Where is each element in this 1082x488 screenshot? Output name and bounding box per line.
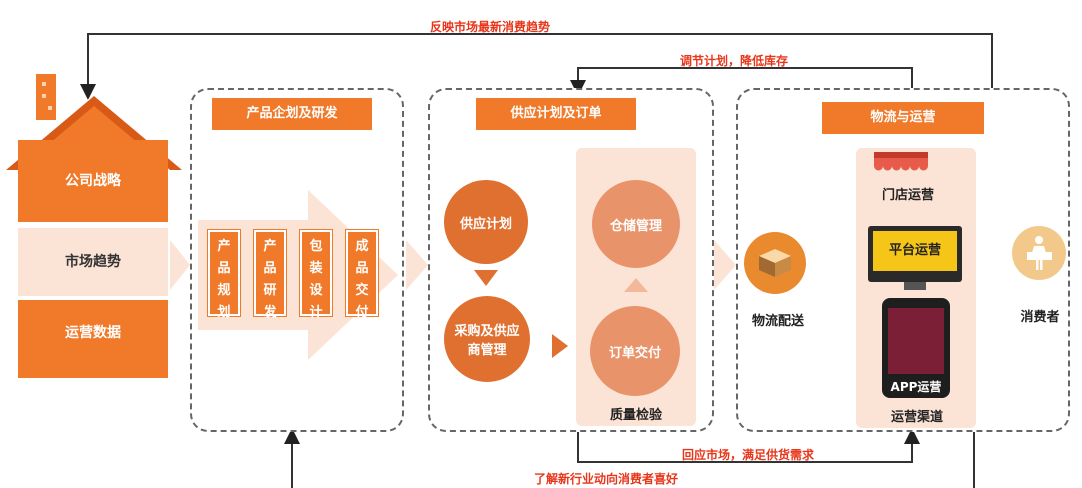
monitor-icon: 平台运营	[868, 226, 962, 282]
step-finished-delivery: 成品交付	[346, 230, 378, 320]
triangle-up-icon	[624, 278, 648, 292]
adjust-line	[570, 67, 913, 96]
feedback-understand-label: 了解新行业动向消费者喜好	[534, 472, 679, 486]
monitor-stand	[904, 282, 926, 290]
platform-ops-label: 平台运营	[873, 231, 957, 271]
feedback-adjust-label: 调节计划，降低库存	[680, 54, 789, 68]
quality-label: 质量检验	[609, 408, 662, 423]
package-icon	[744, 232, 806, 294]
triangle-right-icon	[552, 334, 568, 358]
store-awning-icon	[874, 152, 928, 171]
house-operations: 运营数据	[18, 300, 168, 378]
step-label: 产品研发	[263, 239, 277, 320]
step-product-development: 产品研发	[254, 230, 286, 320]
panel1-title: 产品企划及研发	[212, 98, 372, 130]
consumer-label: 消费者	[1020, 310, 1060, 325]
feedback-respond-label: 回应市场，满足供货需求	[682, 448, 815, 462]
app-ops-label: APP运营	[890, 380, 942, 394]
phone-screen	[888, 308, 944, 374]
chevron-right-icon	[714, 240, 736, 290]
house-operations-label: 运营数据	[65, 325, 121, 341]
house-strategy-label: 公司战略	[65, 173, 121, 189]
chevron-right-icon	[406, 240, 428, 290]
step-product-planning: 产品规划	[208, 230, 240, 320]
house-trend: 市场趋势	[18, 228, 168, 296]
order-delivery-circle: 订单交付	[590, 306, 680, 396]
logistics-label: 物流配送	[751, 314, 804, 329]
supply-plan-circle: 供应计划	[444, 180, 528, 264]
step-packaging-design: 包装设计	[300, 230, 332, 320]
step-label: 产品规划	[217, 239, 231, 320]
phone-icon: APP运营	[882, 298, 950, 398]
house-strategy: 公司战略	[18, 140, 168, 222]
respond-line	[577, 428, 920, 463]
procurement-circle: 采购及供应商管理	[444, 296, 530, 382]
step-label: 成品交付	[355, 239, 369, 320]
panel2-title: 供应计划及订单	[476, 98, 636, 130]
feedback-top-label: 反映市场最新消费趋势	[430, 20, 551, 34]
procurement-label: 采购及供应商管理	[454, 324, 520, 358]
panel3-title: 物流与运营	[822, 102, 984, 134]
channels-label: 运营渠道	[890, 410, 943, 425]
shopper-icon	[1012, 226, 1066, 280]
chevron-right-icon	[170, 240, 190, 290]
house-trend-label: 市场趋势	[65, 254, 121, 270]
triangle-down-icon	[474, 270, 498, 286]
warehouse-circle: 仓储管理	[592, 180, 680, 268]
top-feedback-line	[80, 33, 993, 100]
store-ops-label: 门店运营	[881, 188, 934, 203]
step-label: 包装设计	[309, 239, 323, 320]
